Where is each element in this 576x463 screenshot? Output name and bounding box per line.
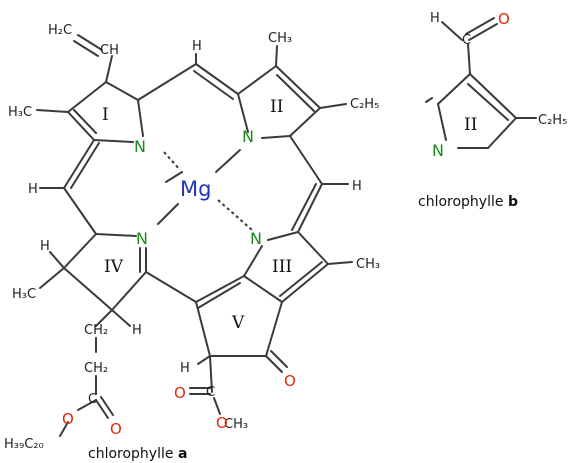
- ring1-nitrogen: N: [134, 137, 146, 156]
- chain-c-label: C: [88, 392, 97, 407]
- atoms-chlorophyll-a: H₂C CH H₃C H CH₃ C₂H₅ H CH₃ H H H₃C H CH…: [4, 23, 380, 452]
- nitrogen-atoms: N N N N: [134, 127, 262, 248]
- ring4-h-label: H: [40, 239, 50, 254]
- caption-chlorophyll-a: chlorophylle a: [88, 446, 187, 462]
- atoms-chlorophyll-b: H C O C₂H₅ N II: [430, 10, 567, 160]
- ring5-h-label: H: [180, 361, 190, 376]
- ring3-nitrogen: N: [250, 229, 262, 248]
- chain-ch2-mid-label: CH₂: [84, 361, 108, 376]
- frag-nitrogen: N: [432, 141, 444, 160]
- bridge4-h-label: H: [28, 182, 38, 197]
- chain-ch2-top-label: CH₂: [84, 323, 108, 338]
- aldehyde-c-label: C: [462, 33, 471, 48]
- ring4-nitrogen: N: [136, 229, 148, 248]
- vinyl-ch-label: CH: [100, 43, 119, 58]
- ring5-ketone-o: O: [284, 372, 296, 390]
- ring-label-I: I: [102, 105, 109, 125]
- bonds-chlorophyll-b: [425, 17, 537, 149]
- caption-chlorophyll-b: chlorophylle b: [418, 194, 518, 210]
- ring4-h2-label: H: [132, 323, 142, 338]
- bridge2-h-label: H: [352, 179, 362, 194]
- chain-ether-o: O: [62, 410, 74, 428]
- ester-ch3-label: CH₃: [224, 417, 248, 432]
- ester-c-label: C: [206, 385, 215, 400]
- bridge-h-label: H: [192, 39, 202, 54]
- ring-label-IV: IV: [104, 257, 124, 277]
- ring3-ch3-label: CH₃: [356, 257, 380, 272]
- ring2-c2h5-label: C₂H₅: [350, 97, 379, 112]
- ring-label-V: V: [231, 313, 245, 333]
- aldehyde-o: O: [498, 10, 510, 28]
- ring1-h3c-label: H₃C: [8, 105, 32, 120]
- ring-label-II: II: [270, 97, 283, 117]
- phytyl-label: H₃₉C₂₀: [4, 437, 44, 452]
- vinyl-h2c-label: H₂C: [48, 23, 72, 38]
- magnesium-atom: Mg: [180, 177, 211, 201]
- ring-label-III: III: [272, 257, 292, 277]
- ester-carbonyl-o: O: [174, 384, 186, 402]
- oxygen-atoms: O O O O O: [62, 372, 296, 438]
- frag-ring-label-II: II: [464, 115, 477, 135]
- ring2-ch3-label: CH₃: [268, 31, 292, 46]
- ester-ether-o: O: [216, 414, 228, 432]
- aldehyde-h-label: H: [430, 11, 440, 26]
- chain-carbonyl-o: O: [110, 420, 122, 438]
- ring2-nitrogen: N: [242, 127, 254, 146]
- frag-c2h5-label: C₂H₅: [538, 113, 567, 128]
- bonds-chlorophyll-a: [36, 34, 353, 437]
- ring4-h3c-label: H₃C: [12, 287, 36, 302]
- ring-labels: I II III IV V: [102, 97, 292, 333]
